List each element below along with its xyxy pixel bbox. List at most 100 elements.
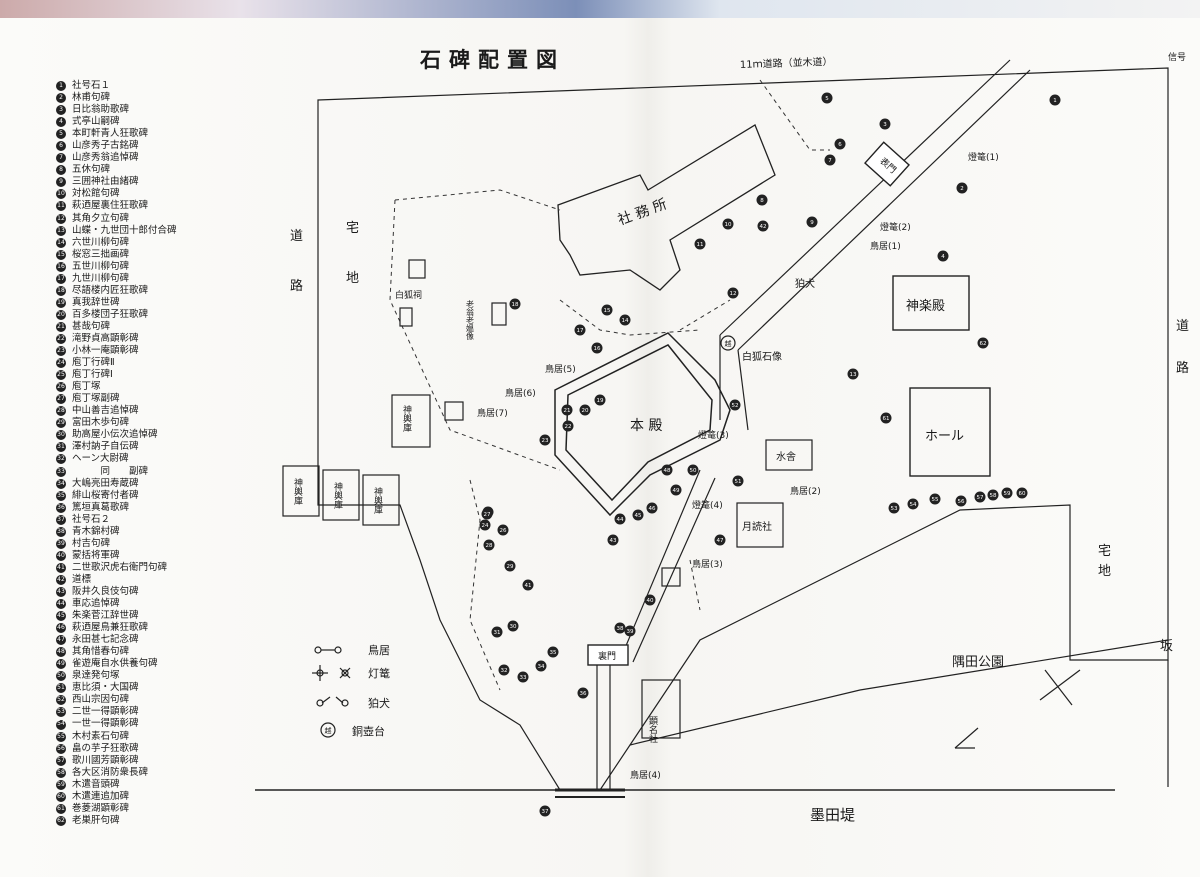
label-komainu: 狛犬 [795,277,815,290]
stone-name: 大嶋亮田寿蔵碑 [72,477,139,489]
bronze-mark-circle [720,335,736,351]
stone-marker-dot [522,579,534,591]
stone-marker-number: 9 [810,220,814,226]
stone-number-badge: 11 [56,201,66,212]
stone-marker-number: 19 [597,398,604,404]
stone-number-badge: 26 [56,382,66,393]
label-main-hall: 本 殿 [630,418,662,434]
stone-name: 雀遊庵自水供養句碑 [72,658,158,670]
stone-name: 富田木歩句碑 [72,417,130,429]
stone-name: 恵比須・大国碑 [72,682,139,694]
stone-marker-number: 47 [717,538,724,544]
label-road-right-2: 路 [1176,360,1189,376]
symbol-legend: 鳥居 灯篭 狛犬 越 銅壺台 [312,643,390,738]
stone-number-badge: 1 [56,81,66,92]
stone-name: 社号石１ [72,80,111,91]
stone-marker-number: 46 [649,506,656,512]
label-road-left-1: 道 [290,229,303,244]
stone-name: 泉達発句塚 [72,670,120,682]
stone-marker-number: 36 [580,691,587,697]
stone-marker-dot [670,484,682,496]
stone-number-badge: 34 [56,478,66,489]
shinyoko-a-building [391,394,431,448]
stone-marker-number: 17 [577,328,584,334]
stone-marker-number: 24 [482,523,489,529]
label-hall: ホール [925,429,964,444]
label-lantern-3: 燈篭(3) [698,429,729,441]
stone-name: 尽語楼内匠狂歌碑 [72,284,149,296]
label-shinyoko-d: 神輿庫 [372,486,383,515]
label-torii-3: 鳥居(3) [692,558,723,570]
stone-marker-dot [1016,487,1028,499]
stone-number-badge: 36 [56,502,66,513]
stone-name: 各大区消防衆長碑 [72,766,149,778]
stone-number-badge: 9 [56,177,66,188]
label-white-fox-statue: 白狐石像 [742,350,782,363]
stone-number-badge: 19 [56,297,66,308]
stone-marker-number: 10 [725,222,732,228]
stone-number-badge: 60 [56,791,66,802]
stone-marker-number: 7 [828,158,832,164]
stone-number-badge: 42 [56,574,66,585]
stone-marker-number: 14 [622,318,629,324]
stone-marker-dot [880,412,892,424]
label-embankment: 墨田堤 [810,806,855,824]
stone-marker-number: 48 [664,468,671,474]
stone-marker-number: 22 [565,424,572,430]
stone-marker-number: 61 [883,416,890,422]
stone-marker-dot [509,298,521,310]
shinyoko-b-building [282,465,320,517]
stone-list-item: 34 大嶋亮田寿蔵碑 [56,478,266,490]
stone-marker-dot [907,498,919,510]
stone-name: 西山宗因句碑 [72,694,130,706]
stone-name: 木遣音頭碑 [72,778,120,790]
stone-marker-number: 41 [525,583,532,589]
label-residential-left-1: 宅 [346,221,359,236]
stone-name: 甚哉句碑 [72,320,111,332]
small-shrine-3 [444,401,464,421]
label-residential-right-2: 地 [1098,564,1111,579]
stone-name: 篤垣真葛歌碑 [72,501,130,513]
stone-number-badge: 57 [56,755,66,766]
stone-marker-dot [821,92,833,104]
stone-number-badge: 40 [56,550,66,561]
stone-name: 滝野貞高顕彰碑 [72,332,139,344]
stone-number-badge: 48 [56,647,66,658]
stone-marker-dot [847,368,859,380]
stone-number-badge: 33 [56,466,66,477]
kagura-hall-building [892,275,970,331]
stone-marker-number: 38 [617,626,624,632]
label-torii-6: 鳥居(6) [505,387,536,399]
stone-number-badge: 54 [56,719,66,730]
stone-marker-number: 11 [697,242,704,248]
stone-marker-dot [729,399,741,411]
stone-marker-dot [714,534,726,546]
stone-name: 五世川柳句碑 [72,260,130,272]
stone-number-badge: 6 [56,141,66,152]
stone-marker-number: 51 [735,479,742,485]
label-lantern-2: 燈篭(2) [880,221,911,233]
stone-marker-number: 57 [977,495,984,501]
stone-marker-dot [632,509,644,521]
dashed-areas [389,79,830,691]
stone-number-badge: 23 [56,346,66,357]
